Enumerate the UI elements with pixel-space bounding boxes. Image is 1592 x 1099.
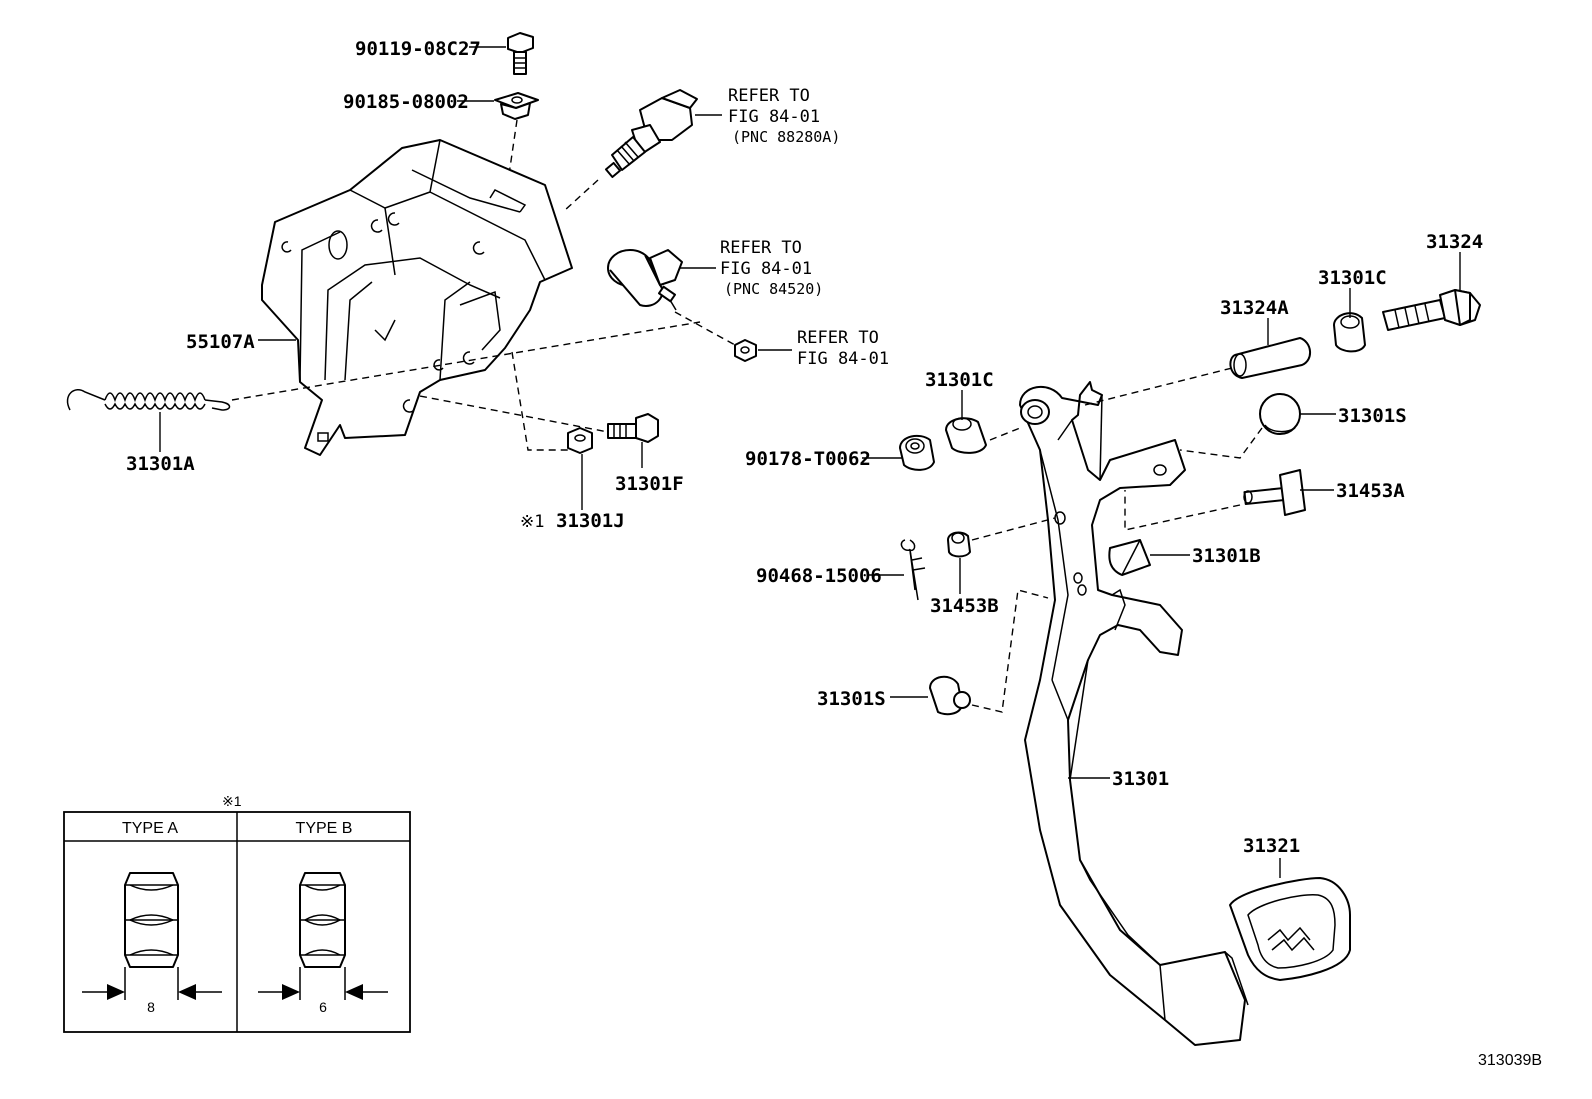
pedal-arm-31301-illustration — [1019, 381, 1249, 1046]
collar-31324A-illustration — [1229, 337, 1311, 379]
label-31301S-bottom: 31301S — [817, 688, 886, 710]
cushion-31301B-illustration — [1108, 539, 1151, 576]
label-31301B: 31301B — [1192, 545, 1261, 567]
type-b-dimension-value: 6 — [319, 999, 327, 1015]
label-90185-08002: 90185-08002 — [343, 91, 469, 113]
ref2-line2: FIG 84-01 — [720, 259, 812, 279]
label-31324: 31324 — [1426, 231, 1483, 253]
label-31301J-mark: ※1 — [520, 512, 544, 532]
type-a-nut-icon — [124, 872, 179, 1000]
ref1-line3: (PNC 88280A) — [732, 128, 840, 146]
return-spring-31301A-illustration — [66, 389, 231, 411]
nut-type-table: ※1 TYPE A TYPE B 8 — [63, 793, 411, 1033]
label-31301C-top: 31301C — [1318, 267, 1387, 289]
label-31453B: 31453B — [930, 595, 999, 617]
nut-31301J-illustration — [567, 427, 593, 454]
cushion-31301S-top-illustration — [1259, 393, 1301, 435]
pedal-bracket-55107A-illustration — [261, 139, 573, 456]
nut-ref-illustration — [734, 339, 757, 362]
label-90178-T0062: 90178-T0062 — [745, 448, 871, 470]
label-31301F: 31301F — [615, 473, 684, 495]
ref3-line2: FIG 84-01 — [797, 349, 889, 369]
label-31324A: 31324A — [1220, 297, 1289, 319]
stop-lamp-switch-illustration — [604, 89, 698, 179]
bushing-31301C-mid-illustration — [945, 417, 987, 454]
ref1-line1: REFER TO — [728, 86, 810, 106]
clevis-pin-31453A-illustration — [1243, 469, 1306, 516]
type-b-dimension — [258, 984, 388, 1000]
pedal-sensor-illustration — [607, 249, 683, 311]
bushing-90178-T0062-illustration — [899, 434, 935, 471]
pedal-pad-31321-illustration — [1229, 877, 1351, 981]
type-a-dimension — [82, 984, 222, 1000]
label-31301: 31301 — [1112, 768, 1169, 790]
type-a-dimension-value: 8 — [147, 999, 155, 1015]
cushion-31301S-bottom-illustration — [929, 675, 971, 716]
pivot-bolt-31324-illustration — [1382, 289, 1481, 331]
type-a-header: TYPE A — [122, 820, 178, 837]
bushing-31453B-illustration — [947, 531, 971, 558]
label-55107A: 55107A — [186, 331, 255, 353]
label-31453A: 31453A — [1336, 480, 1405, 502]
label-31301A: 31301A — [126, 453, 195, 475]
label-31301C-mid: 31301C — [925, 369, 994, 391]
bolt-31301F-illustration — [607, 413, 659, 443]
bushing-31301C-top-illustration — [1333, 312, 1366, 353]
ref2-line1: REFER TO — [720, 238, 802, 258]
label-31301S-top: 31301S — [1338, 405, 1407, 427]
label-31301J: 31301J — [556, 510, 625, 532]
cotter-pin-90468-15006-illustration — [900, 539, 926, 601]
figure-code: 313039B — [1478, 1052, 1542, 1069]
label-90468-15006: 90468-15006 — [756, 565, 882, 587]
clip-nut-90185-08002-illustration — [494, 92, 539, 120]
type-b-nut-icon — [299, 872, 346, 1000]
bolt-90119-08C27-illustration — [507, 32, 534, 75]
nut-table-mark: ※1 — [222, 793, 242, 809]
type-b-header: TYPE B — [296, 820, 353, 837]
label-90119-08C27: 90119-08C27 — [355, 38, 481, 60]
ref3-line1: REFER TO — [797, 328, 879, 348]
ref1-line2: FIG 84-01 — [728, 107, 820, 127]
ref2-line3: (PNC 84520) — [724, 280, 823, 298]
label-31321: 31321 — [1243, 835, 1300, 857]
